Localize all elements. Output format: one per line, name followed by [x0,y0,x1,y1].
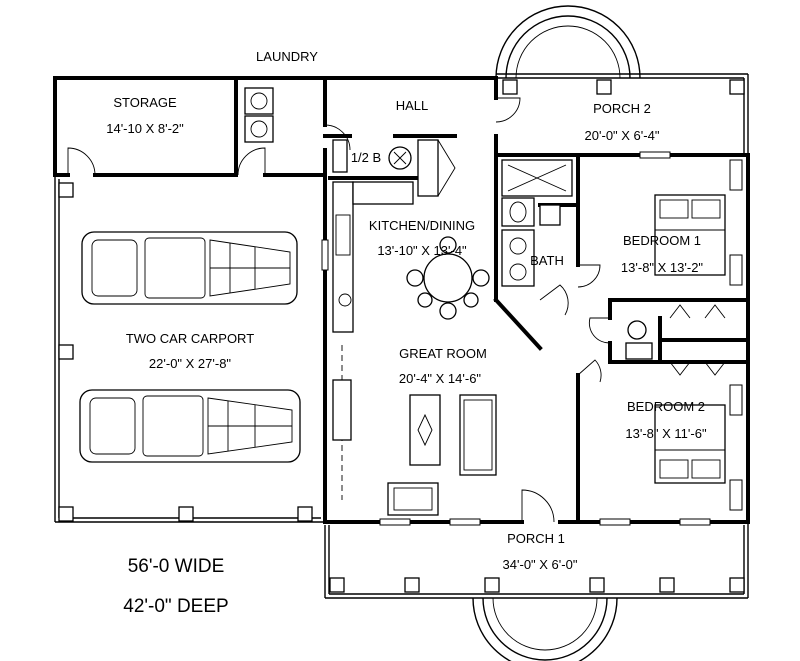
room-labels: LAUNDRY STORAGE 14'-10 X 8'-2" HALL PORC… [106,49,707,617]
carport-outline [54,175,325,523]
bedroom-2-label: BEDROOM 2 [627,399,705,414]
porch-2-label: PORCH 2 [593,101,651,116]
doors [67,97,726,523]
porch-1-size: 34'-0" X 6'-0" [503,557,578,572]
overall-width: 56'-0 WIDE [128,556,225,577]
car-bottom [79,389,301,463]
great-room-size: 20'-4" X 14'-6" [399,371,482,386]
porch-1-label: PORCH 1 [507,531,565,546]
laundry-appliances [244,87,274,143]
porch-2-size: 20'-0" X 6'-4" [585,128,660,143]
car-top [81,231,298,305]
bedroom-1-size: 13'-8" X 13'-2" [621,260,704,275]
storage-size: 14'-10 X 8'-2" [106,121,184,136]
bedroom-2-bed [654,404,726,484]
posts [58,79,745,593]
half-bath-label: 1/2 B [351,150,381,165]
front-porch-steps [472,597,618,661]
kitchen-size: 13'-10" X 13'-4" [377,243,467,258]
kitchen-label: KITCHEN/DINING [369,218,475,233]
half-bath-fixtures [332,139,456,197]
bedroom-1-label: BEDROOM 1 [623,233,701,248]
carport-size: 22'-0" X 27'-8" [149,356,232,371]
great-room-label: GREAT ROOM [399,346,487,361]
great-room-furniture [332,345,497,516]
laundry-label: LAUNDRY [256,49,318,64]
water-heater [625,320,653,360]
overall-depth: 42'-0" DEEP [123,596,228,617]
carport-label: TWO CAR CARPORT [126,331,254,346]
bath-fixtures [501,159,573,287]
rear-porch-steps [495,5,641,79]
storage-label: STORAGE [113,95,177,110]
dining-table [406,236,490,320]
bath-label: BATH [530,253,564,268]
kitchen-counter [332,181,414,333]
windows [321,151,743,526]
bedroom-2-size: 13'-8" X 11'-6" [625,426,707,441]
bedroom-1-bed [654,194,726,276]
hall-label: HALL [396,98,429,113]
